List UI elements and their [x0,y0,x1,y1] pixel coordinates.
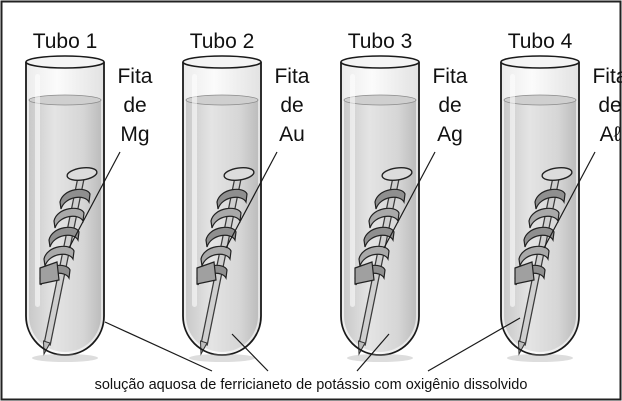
tape-label-line-2: de [123,94,146,117]
caption-group: solução aquosa de ferricianeto de potáss… [95,317,528,393]
tape-label-line-3: Au [279,123,305,146]
nail-head [381,167,413,181]
metal-tape-coil [205,226,237,248]
caption-pointer-4 [427,317,521,372]
metal-tape-coil [374,188,406,210]
tape-label-line-2: de [438,94,461,117]
metal-tape-end [354,261,375,285]
metal-tape-coil [358,245,390,267]
tape-label-line-3: Aℓ [600,123,621,146]
metal-tape-end [39,261,60,285]
metal-tape-coil [216,188,248,210]
tube-title: Tubo 2 [190,30,255,53]
label-pointer [68,151,121,249]
metal-tape-end [196,261,217,285]
tube-outline [500,62,580,356]
tape-label-line-1: Fita [117,65,152,88]
caption-pointer-1 [104,321,213,372]
solution-liquid [344,100,416,352]
tape-label-line-1: Fita [592,65,622,88]
solution-liquid [504,100,576,352]
tube-outline [25,62,105,356]
metal-tape-coil [363,226,395,248]
caption-pointer-2 [231,333,269,372]
metal-tape-coil [59,188,91,210]
liquid-surface [343,94,417,106]
metal-tape-coil [200,245,232,267]
liquid-surface [185,94,259,106]
nail-head [66,167,98,181]
liquid-surface [503,94,577,106]
metal-tape-end [514,261,535,285]
liquid-surface [28,94,102,106]
label-pointer [543,151,596,249]
tape-label-line-2: de [280,94,303,117]
caption-text: solução aquosa de ferricianeto de potáss… [95,377,528,393]
label-pointer [225,151,278,249]
metal-tape-coil [48,226,80,248]
solution-liquid [29,100,101,352]
tube-rim [340,55,420,69]
tube-title: Tubo 4 [508,30,573,53]
tape-label-line-3: Ag [437,123,463,146]
tube-title: Tubo 1 [33,30,98,53]
tube-rim [182,55,262,69]
tube-rim [25,55,105,69]
metal-tape-coil [534,188,566,210]
tape-label-line-1: Fita [432,65,467,88]
tape-label-line-1: Fita [274,65,309,88]
tape-label-line-3: Mg [120,123,149,146]
nail-head [541,167,573,181]
solution-liquid [186,100,258,352]
tape-label-line-2: de [598,94,621,117]
metal-tape-coil [43,245,75,267]
tube-title: Tubo 3 [348,30,413,53]
tube-outline [182,62,262,356]
nail-head [223,167,255,181]
tube-outline [340,62,420,356]
metal-tape-coil [523,226,555,248]
tube-rim [500,55,580,69]
caption-pointer-3 [356,333,390,372]
label-pointer [383,151,436,249]
metal-tape-coil [518,245,550,267]
